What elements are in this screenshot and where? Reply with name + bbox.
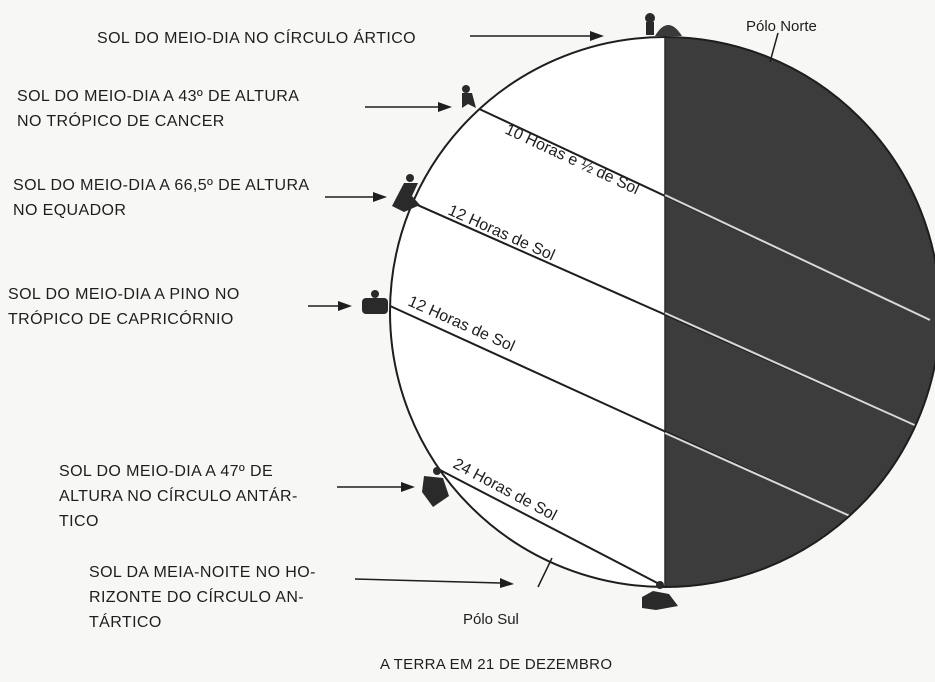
label-arctic-circle: SOL DO MEIO-DIA NO CÍRCULO ÁRTICO [97, 26, 416, 51]
label-line: SOL DO MEIO-DIA A 43º DE ALTURA [17, 88, 300, 105]
label-antarctic-midnight: SOL DA MEIA-NOITE NO HO- RIZONTE DO CÍRC… [89, 560, 316, 635]
latitude-lines [390, 106, 931, 587]
label-line: SOL DO MEIO-DIA A 47º DE [59, 463, 274, 480]
label-line: SOL DO MEIO-DIA NO CÍRCULO ÁRTICO [97, 30, 417, 47]
arrow-tropic-capricorn [308, 301, 352, 311]
arrow-antarctic-midnight [354, 578, 514, 588]
label-line: SOL DO MEIO-DIA A PINO NO [8, 286, 240, 303]
label-equator: SOL DO MEIO-DIA A 66,5º DE ALTURA NO EQU… [13, 173, 309, 223]
observer-capricorn-icon [362, 290, 388, 314]
label-line: NO EQUADOR [13, 202, 127, 219]
night-hemisphere [665, 37, 935, 587]
observer-antarctic-icon [422, 467, 449, 507]
label-line: TÁRTICO [89, 614, 162, 631]
north-pole-label: Pólo Norte [746, 18, 817, 35]
arrow-tropic-cancer [365, 102, 452, 112]
arrows [308, 31, 604, 588]
arrow-antarctic-circle [337, 482, 415, 492]
observer-equator-icon [392, 174, 420, 212]
label-line: TRÓPICO DE CAPRICÓRNIO [8, 311, 234, 328]
label-tropic-cancer: SOL DO MEIO-DIA A 43º DE ALTURA NO TRÓPI… [17, 84, 299, 134]
arrow-arctic-circle [470, 31, 604, 41]
observer-arctic-icon [645, 13, 682, 36]
observer-cancer-icon [462, 85, 476, 108]
latitude-line-antarctic [439, 469, 666, 587]
label-line: RIZONTE DO CÍRCULO AN- [89, 589, 305, 606]
label-antarctic-circle: SOL DO MEIO-DIA A 47º DE ALTURA NO CÍRCU… [59, 459, 298, 534]
label-line: ALTURA NO CÍRCULO ANTÁR- [59, 488, 298, 505]
diagram-caption: A TERRA EM 21 DE DEZEMBRO [380, 656, 612, 673]
north-pole-leader [769, 32, 779, 63]
label-line: SOL DA MEIA-NOITE NO HO- [89, 564, 316, 581]
observer-south-icon [642, 581, 678, 610]
globe-outline [389, 36, 935, 588]
observer-figures [362, 13, 682, 610]
south-pole-leader [537, 557, 553, 588]
arrow-equator [325, 192, 387, 202]
label-line: TICO [59, 513, 99, 530]
label-line: NO TRÓPICO DE CANCER [17, 113, 225, 130]
south-pole-label: Pólo Sul [463, 611, 519, 628]
label-line: SOL DO MEIO-DIA A 66,5º DE ALTURA [13, 177, 310, 194]
label-tropic-capricorn: SOL DO MEIO-DIA A PINO NO TRÓPICO DE CAP… [8, 282, 240, 332]
